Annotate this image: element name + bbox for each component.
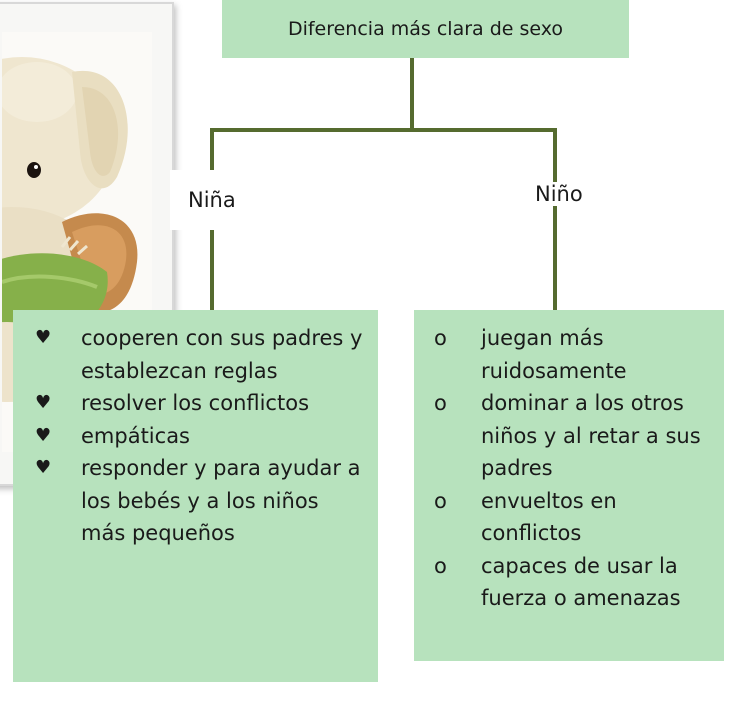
heart-bullet-icon: ♥ [35,457,52,478]
circle-bullet-icon: o [434,488,447,513]
list-item: ♥empáticas [35,420,366,453]
heart-bullet-icon: ♥ [35,327,52,348]
horizontal-connector [210,128,557,132]
list-item: ♥responder y para ayudar a los bebés y a… [35,452,366,550]
girl-branch-connector-bottom [210,230,214,310]
diagram-title: Diferencia más clara de sexo [222,0,629,58]
girl-branch-label: Niña [170,170,250,230]
boy-branch-label: Niño [535,182,583,206]
trunk-connector [410,58,414,132]
list-item: ♥resolver los conflictos [35,387,366,420]
list-item: ♥cooperen con sus padres y establezcan r… [35,322,366,387]
heart-bullet-icon: ♥ [35,392,52,413]
girl-traits-box: ♥cooperen con sus padres y establezcan r… [13,310,378,682]
girl-branch-connector-top [210,128,214,170]
heart-bullet-icon: ♥ [35,424,52,446]
girl-traits-list: ♥cooperen con sus padres y establezcan r… [13,310,378,550]
circle-bullet-icon: o [434,553,447,578]
diagram-title-text: Diferencia más clara de sexo [287,18,564,40]
circle-bullet-icon: o [434,391,447,415]
circle-bullet-icon: o [434,326,447,350]
boy-branch-connector [553,128,557,310]
